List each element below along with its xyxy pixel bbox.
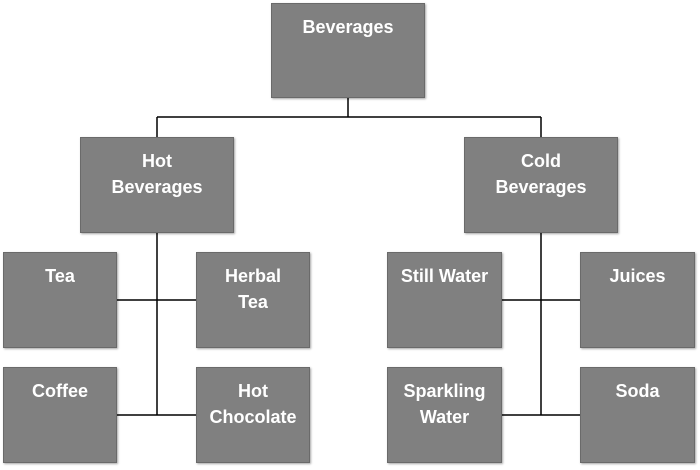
node-hot-chocolate: Hot Chocolate: [196, 367, 310, 463]
node-beverages: Beverages: [271, 3, 425, 98]
node-juices: Juices: [580, 252, 695, 348]
node-label: Hot Chocolate: [209, 381, 297, 427]
node-tea: Tea: [3, 252, 117, 348]
node-herbal-tea: Herbal Tea: [196, 252, 310, 348]
node-cold-beverages: Cold Beverages: [464, 137, 618, 233]
node-label: Coffee: [31, 381, 88, 401]
node-label: Beverages: [302, 17, 394, 37]
node-sparkling-water: Sparkling Water: [387, 367, 502, 463]
node-hot-beverages: Hot Beverages: [80, 137, 234, 233]
node-label: Hot Beverages: [111, 151, 203, 197]
node-label: Juices: [609, 266, 666, 286]
node-label: Cold Beverages: [495, 151, 587, 197]
node-coffee: Coffee: [3, 367, 117, 463]
node-label: Herbal Tea: [224, 266, 282, 312]
node-label: Tea: [45, 266, 75, 286]
node-label: Still Water: [400, 266, 489, 286]
node-label: Sparkling Water: [403, 381, 486, 427]
node-still-water: Still Water: [387, 252, 502, 348]
node-label: Soda: [615, 381, 660, 401]
node-soda: Soda: [580, 367, 695, 463]
